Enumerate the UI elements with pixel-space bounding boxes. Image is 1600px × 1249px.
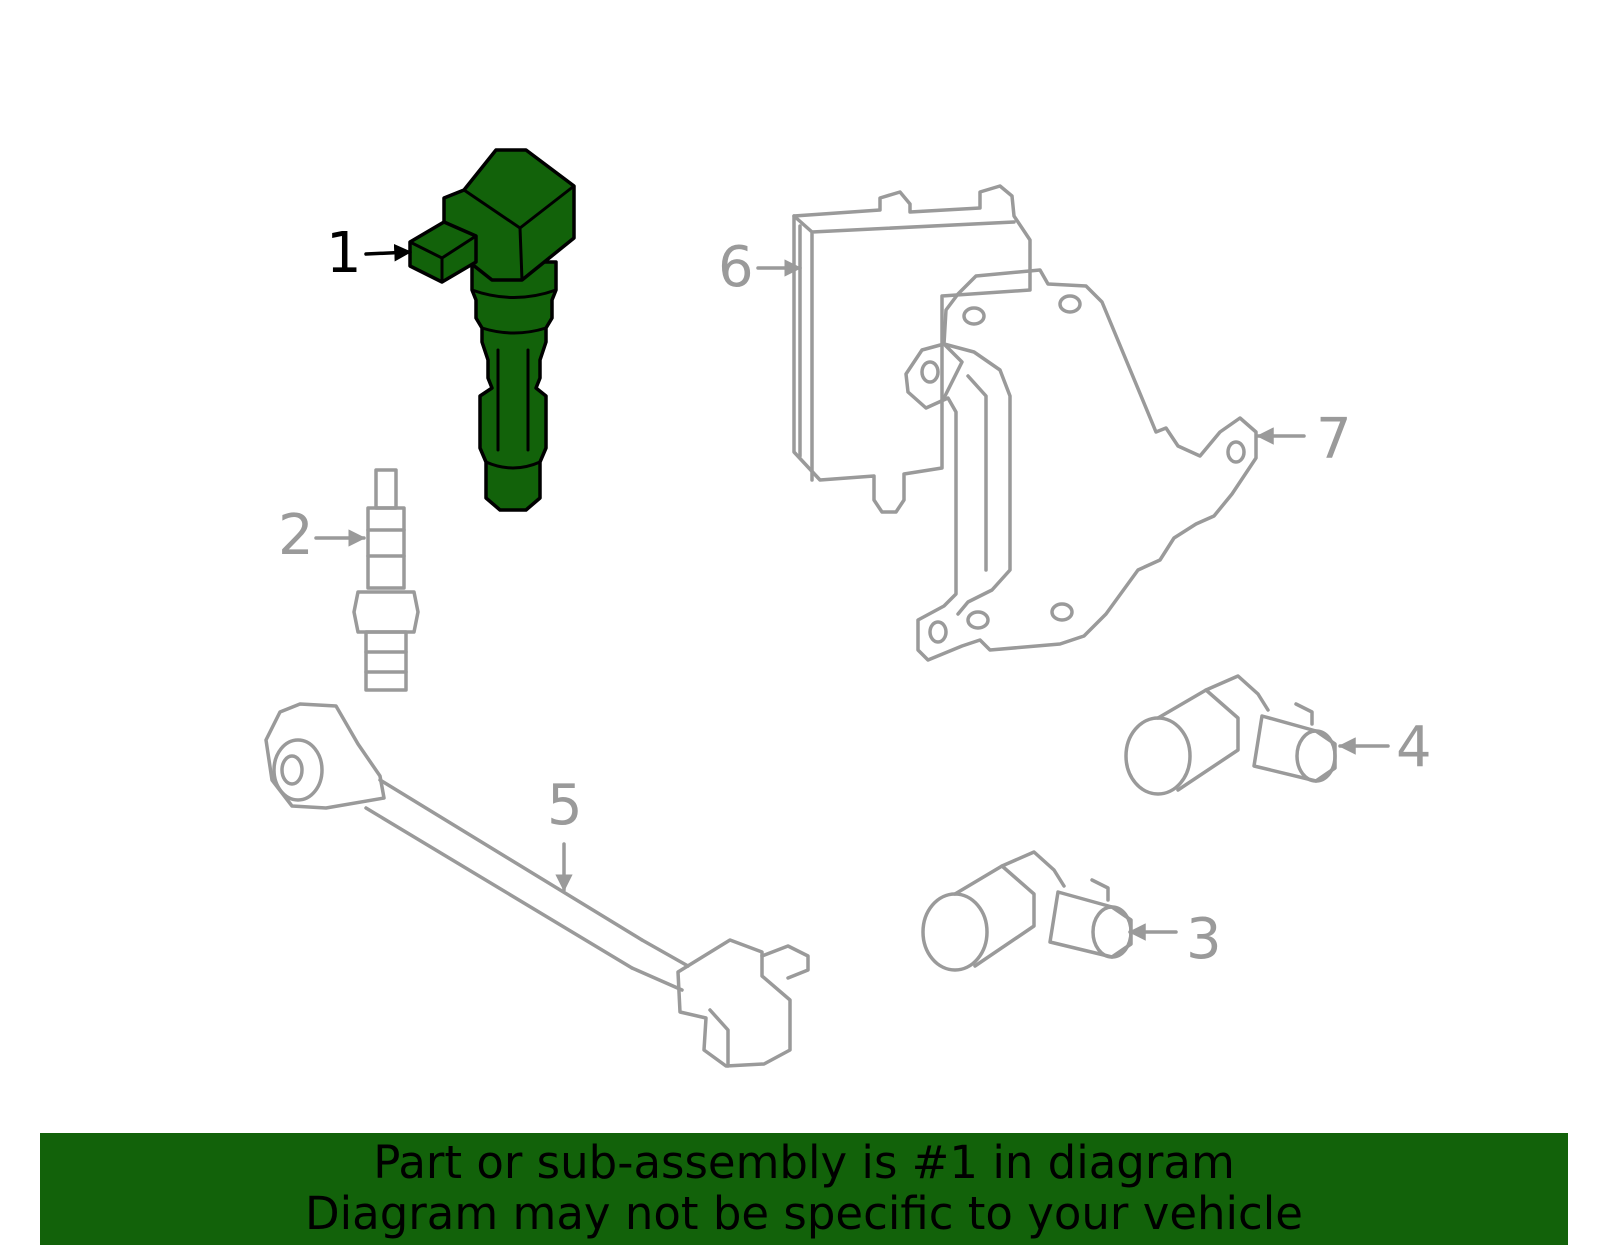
callout-label-5: 5 bbox=[547, 773, 583, 838]
sensor-upper-part[interactable] bbox=[1124, 674, 1337, 796]
ecu-module-part[interactable] bbox=[792, 184, 1032, 514]
ignition-coil-part[interactable] bbox=[408, 148, 576, 512]
spark-plug-part[interactable] bbox=[352, 468, 420, 692]
knock-sensor-part[interactable] bbox=[264, 702, 810, 1068]
callout-label-7: 7 bbox=[1316, 407, 1352, 472]
callout-label-4: 4 bbox=[1396, 715, 1432, 780]
callout-label-6: 6 bbox=[718, 235, 754, 300]
callout-1-arrow bbox=[364, 243, 412, 262]
callout-7: 7 bbox=[1256, 407, 1352, 472]
sensor-lower-part[interactable] bbox=[921, 850, 1133, 972]
caption-banner: Part or sub-assembly is #1 in diagram Di… bbox=[40, 1133, 1568, 1245]
callout-1: 1 bbox=[326, 221, 412, 286]
banner-line-2: Diagram may not be specific to your vehi… bbox=[305, 1187, 1303, 1240]
callout-5: 5 bbox=[547, 773, 583, 892]
callout-2: 2 bbox=[278, 503, 366, 568]
callout-label-3: 3 bbox=[1186, 907, 1222, 972]
callout-3: 3 bbox=[1128, 907, 1222, 972]
callout-6: 6 bbox=[718, 235, 802, 300]
callout-label-1: 1 bbox=[326, 221, 362, 286]
bracket-part[interactable] bbox=[904, 268, 1258, 662]
callout-4: 4 bbox=[1338, 715, 1432, 780]
banner-line-1: Part or sub-assembly is #1 in diagram bbox=[373, 1136, 1235, 1189]
callout-label-2: 2 bbox=[278, 503, 314, 568]
